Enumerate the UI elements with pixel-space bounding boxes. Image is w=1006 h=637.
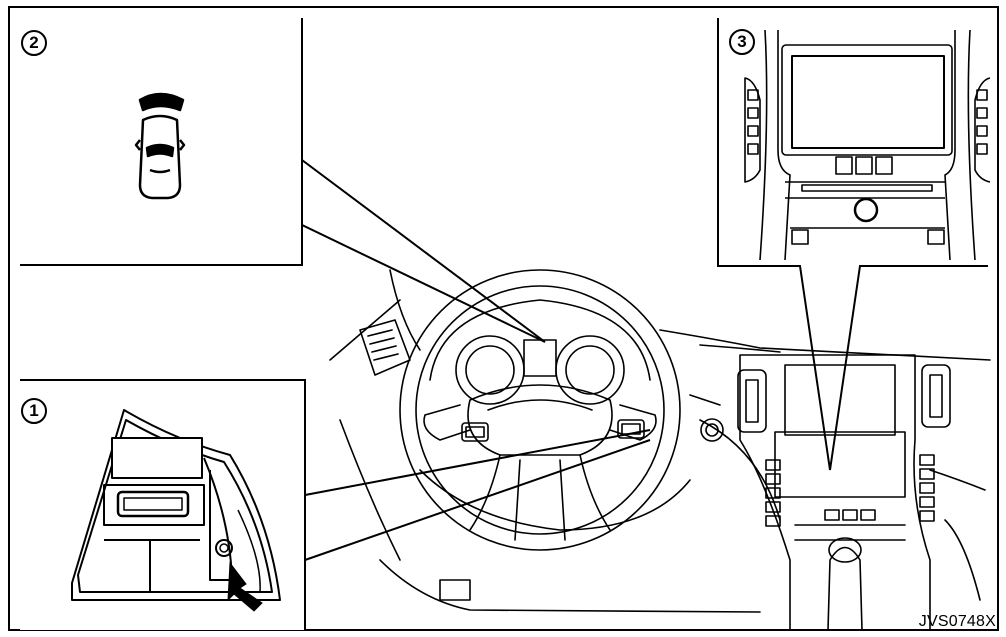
control-knob xyxy=(853,197,879,223)
navigation-unit-illustration xyxy=(744,29,991,261)
sonar-car-icon xyxy=(134,92,186,200)
switch-button xyxy=(116,490,190,518)
steering-wheel-rim xyxy=(399,269,681,551)
pointer-arrow-icon xyxy=(227,561,263,612)
left-vent-slats xyxy=(367,329,399,361)
callout-panel-2 xyxy=(20,18,546,343)
center-console xyxy=(739,354,931,631)
steering-switch-closeup xyxy=(71,409,281,601)
callout-number-3: 3 xyxy=(729,29,755,55)
callout-number-2: 2 xyxy=(21,30,47,56)
right-steering-switch xyxy=(617,419,645,439)
figure-code: JVS0748X xyxy=(918,613,996,630)
callout-number-1: 1 xyxy=(21,398,47,424)
diagram-border xyxy=(8,6,999,631)
left-steering-switch xyxy=(461,422,489,442)
sonar-switch-button xyxy=(215,539,233,557)
display-screen xyxy=(791,55,945,149)
callout-panel-1 xyxy=(20,379,651,630)
dashboard-illustration xyxy=(329,269,991,631)
